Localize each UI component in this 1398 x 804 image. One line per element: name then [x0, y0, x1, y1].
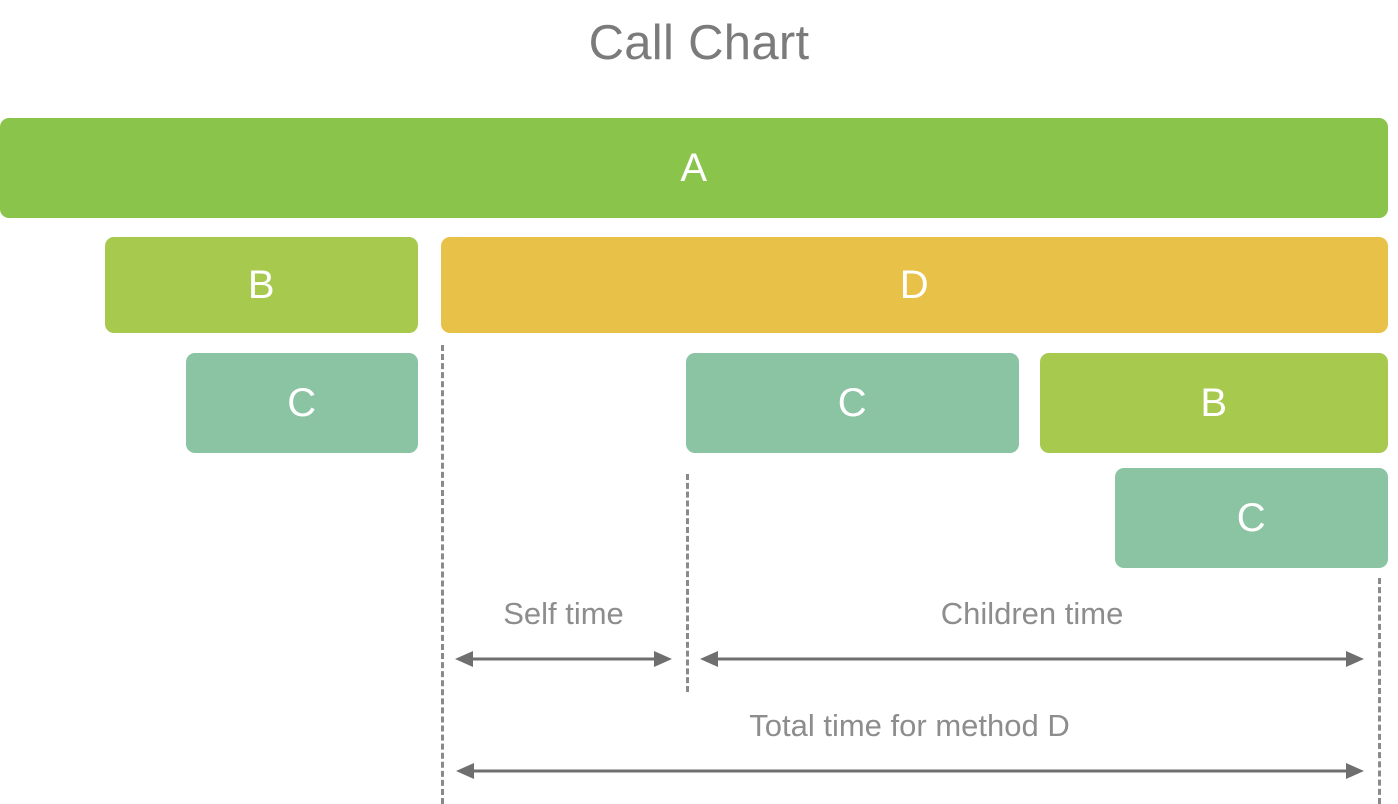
frame-a-label: A: [680, 146, 708, 190]
frame-b-2[interactable]: B: [1040, 353, 1388, 453]
self-time-arrow-svg: [455, 651, 672, 667]
total-time-label: Total time for method D: [749, 708, 1070, 743]
frame-c-1-label: C: [287, 381, 317, 425]
frame-c-3-label: C: [1236, 496, 1267, 540]
guide-d-end: [1378, 578, 1381, 804]
frame-d-label: D: [899, 263, 930, 307]
frame-c-3[interactable]: C: [1115, 468, 1388, 568]
total-time-arrow: [456, 760, 1364, 782]
frame-c-2-label: C: [837, 381, 868, 425]
self-time-arrow: [455, 648, 672, 670]
frame-b-2-label: B: [1200, 381, 1228, 425]
guide-self-end: [686, 474, 689, 692]
frame-a[interactable]: A: [0, 118, 1388, 218]
frame-b-1-label: B: [247, 263, 276, 307]
frame-b-1[interactable]: B: [105, 237, 418, 333]
children-time-arrow: [700, 648, 1364, 670]
children-time-arrow-svg: [700, 651, 1364, 667]
total-time-arrow-svg: [456, 763, 1364, 779]
children-time-label: Children time: [940, 596, 1124, 631]
self-time-label: Self time: [503, 596, 624, 631]
frame-d[interactable]: D: [441, 237, 1388, 333]
guide-d-start: [441, 345, 444, 804]
page-title: Call Chart: [588, 16, 810, 70]
frame-c-2[interactable]: C: [686, 353, 1019, 453]
frame-c-1[interactable]: C: [186, 353, 418, 453]
